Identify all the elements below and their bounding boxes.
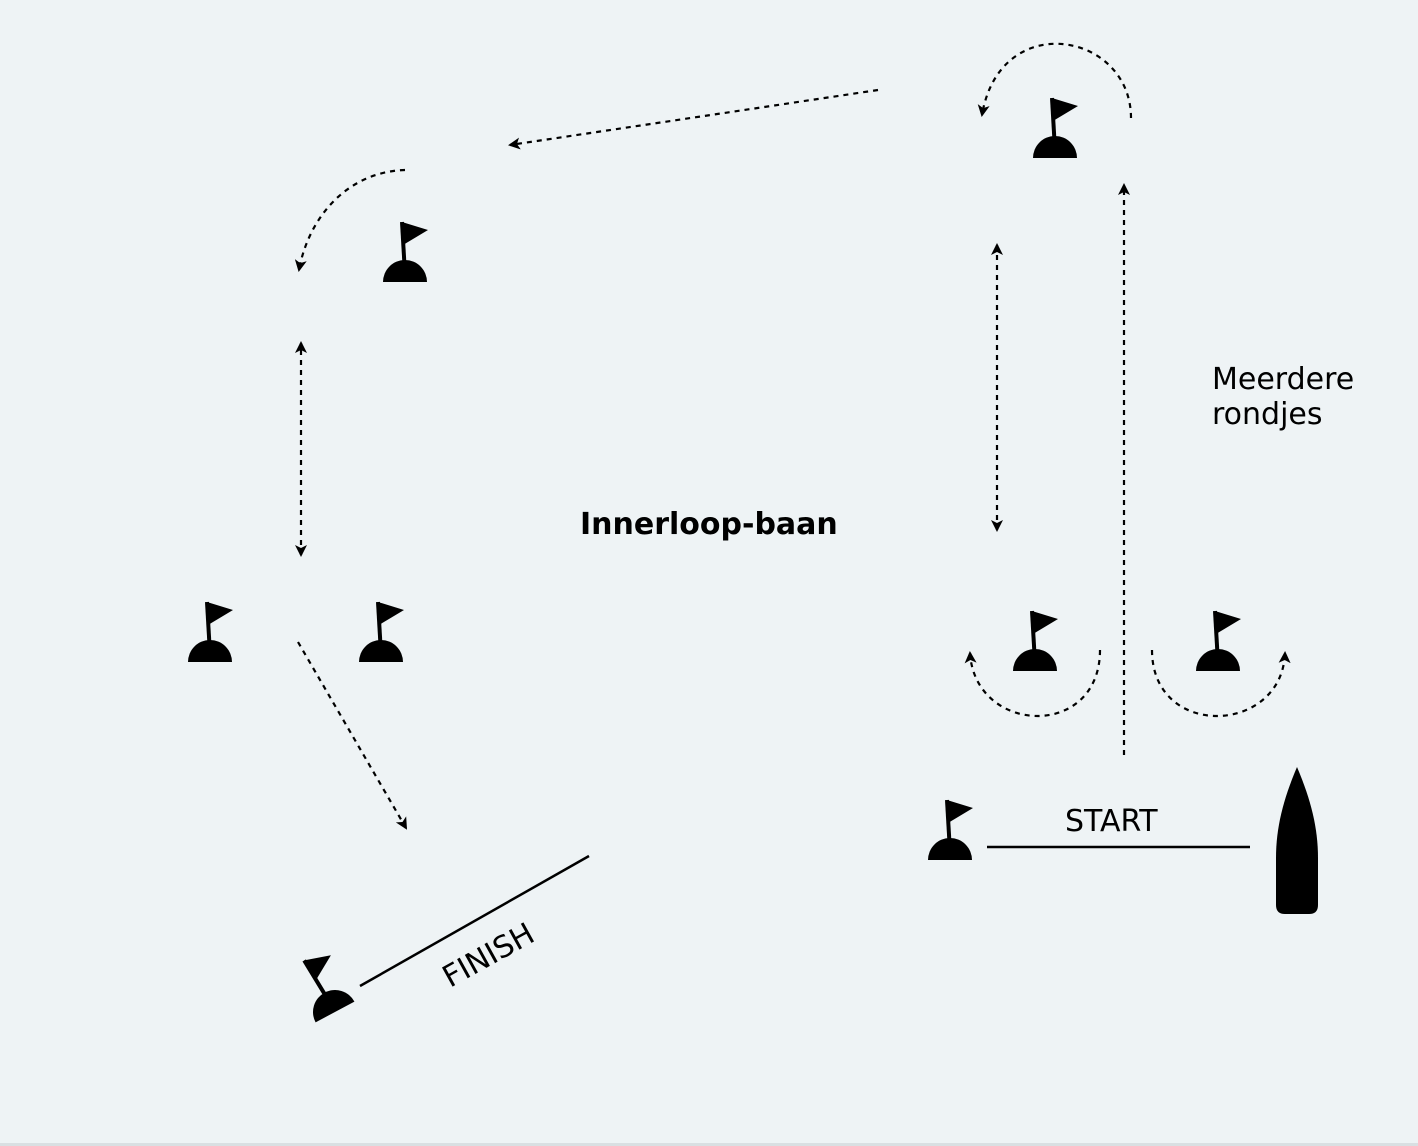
finish-line: [359, 854, 590, 988]
buoy-flag-icon: [1194, 609, 1243, 673]
buoy-flag-icon: [186, 600, 235, 664]
buoy-flag-icon: [1031, 96, 1080, 160]
course-arrow: [294, 168, 406, 272]
course-arrow: [964, 649, 1102, 718]
buoy-flag-icon: [926, 798, 975, 862]
bottom-divider: [0, 1143, 1418, 1146]
buoy-flag-icon: [381, 220, 430, 284]
diagram-title: Innerloop-baan: [580, 507, 838, 542]
finish-label: FINISH: [437, 916, 541, 995]
note-line-1: Meerdere: [1212, 362, 1354, 397]
start-label: START: [1065, 804, 1158, 839]
committee-boat-icon: [1276, 767, 1318, 914]
course-arrow: [1150, 649, 1291, 718]
buoy-flag-icon: [1011, 609, 1060, 673]
buoy-flag-icon: [287, 948, 355, 1022]
buoy-flag-icon: [357, 600, 406, 664]
note-line-2: rondjes: [1212, 397, 1323, 432]
course-arrow: [297, 641, 408, 830]
course-arrow: [977, 42, 1133, 119]
course-arrow: [508, 88, 879, 150]
